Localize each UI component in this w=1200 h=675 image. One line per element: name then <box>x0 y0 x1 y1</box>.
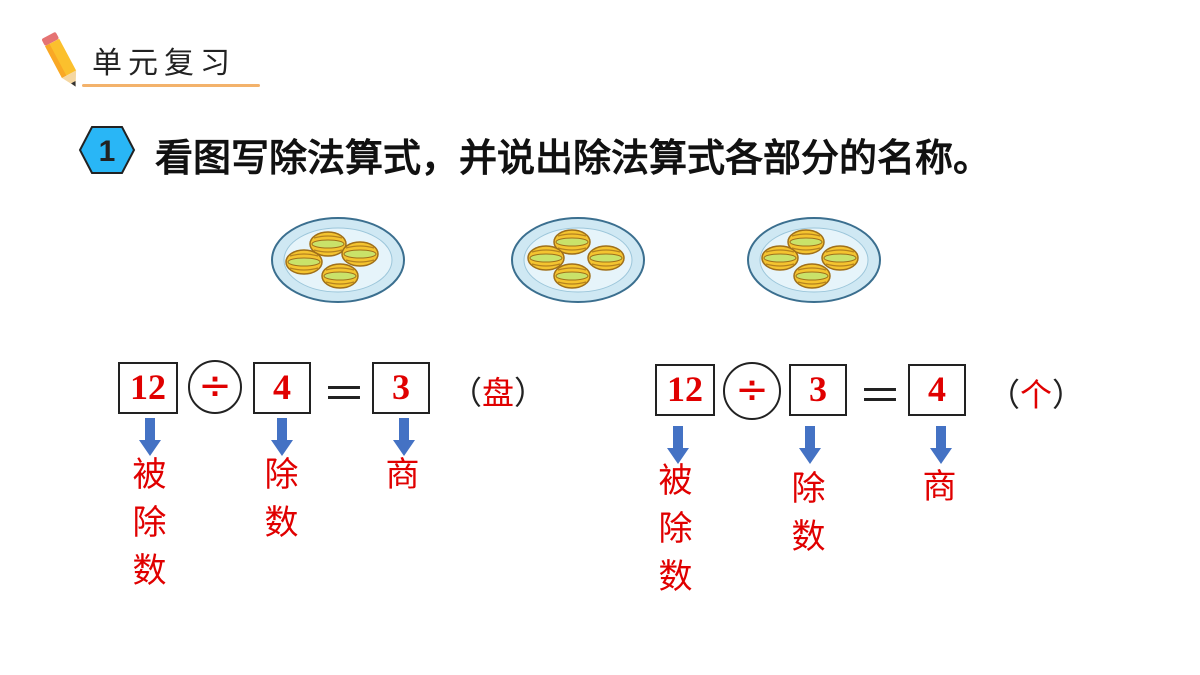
dividend-box: 12 <box>655 364 715 416</box>
arrow-down-icon <box>271 418 293 456</box>
plate-3 <box>747 217 881 303</box>
star-fruit <box>821 245 859 271</box>
star-fruit <box>309 231 347 257</box>
plate-center <box>523 227 633 293</box>
unit-label: （个） <box>988 376 1085 414</box>
star-fruit <box>553 229 591 255</box>
unit-label: （盘） <box>450 374 547 412</box>
arrow-down-icon <box>799 426 821 464</box>
quotient-label: 商 <box>916 468 956 516</box>
arrow-down-icon <box>930 426 952 464</box>
star-fruit <box>285 249 323 275</box>
star-fruit <box>341 241 379 267</box>
star-fruit <box>761 245 799 271</box>
dividend-box: 12 <box>118 362 178 414</box>
divisor-label: 除数 <box>258 456 298 552</box>
plate-1 <box>271 217 405 303</box>
star-fruit <box>787 229 825 255</box>
arrow-down-icon <box>393 418 415 456</box>
title-underline <box>82 84 260 87</box>
section-title: 单元复习 <box>92 46 236 81</box>
divisor-box: 3 <box>789 364 847 416</box>
equals-sign: ＝ <box>322 369 366 420</box>
divisor-label: 除数 <box>785 470 825 566</box>
division-sign: ÷ <box>188 360 242 414</box>
pencil-icon <box>42 32 77 87</box>
star-fruit <box>553 263 591 289</box>
star-fruit <box>793 263 831 289</box>
divisor-box: 4 <box>253 362 311 414</box>
equals-sign: ＝ <box>858 371 902 422</box>
question-number: 1 <box>99 135 116 168</box>
star-fruit <box>527 245 565 271</box>
question-number-badge: 1 <box>78 126 136 174</box>
dividend-label: 被除数 <box>652 462 692 606</box>
question-text: 看图写除法算式，并说出除法算式各部分的名称。 <box>155 136 992 180</box>
star-fruit <box>321 263 359 289</box>
quotient-box: 3 <box>372 362 430 414</box>
plate-center <box>759 227 869 293</box>
star-fruit <box>587 245 625 271</box>
quotient-box: 4 <box>908 364 966 416</box>
arrow-down-icon <box>139 418 161 456</box>
plate-2 <box>511 217 645 303</box>
division-sign: ÷ <box>723 362 781 420</box>
arrow-down-icon <box>667 426 689 464</box>
quotient-label: 商 <box>379 456 419 504</box>
dividend-label: 被除数 <box>126 456 166 600</box>
